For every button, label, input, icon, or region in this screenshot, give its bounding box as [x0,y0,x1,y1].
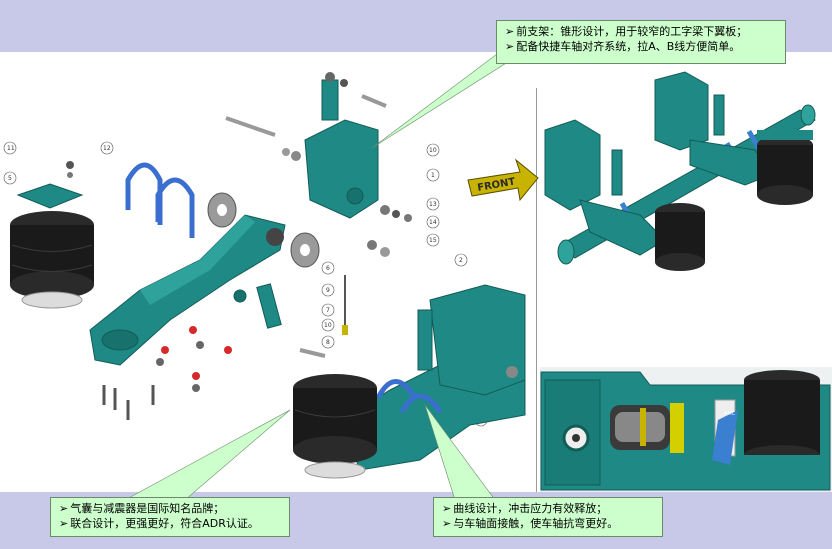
u-bolts [125,162,195,238]
shock-absorber-exploded [256,283,282,329]
callout-front-bracket: ➢前支架：锥形设计，用于较窄的工字梁下翼板； ➢配备快捷车轴对齐系统，拉A、B线… [496,20,786,64]
detail-view: AMC [540,367,832,492]
bullet-arrow-icon: ➢ [505,40,515,53]
callout-curved-design: ➢曲线设计，冲击应力有效释放； ➢与车轴面接触，使车轴抗弯更好。 [433,497,663,537]
part-number-7: 7 [326,307,330,314]
callout-line: ➢配备快捷车轴对齐系统，拉A、B线方便简单。 [505,40,741,53]
label-caps: AMC [724,411,736,417]
washers [207,192,320,268]
assembled-suspension-unit [293,284,526,479]
panel-divider [536,88,537,492]
part-number-2: 2 [459,257,463,264]
part-number-14: 14 [429,219,437,226]
part-number-1: 1 [431,172,435,179]
assembled-axle-view: FRONT [467,71,816,271]
part-number-8: 8 [326,339,330,346]
callout-line: ➢与车轴面接触，使车轴抗弯更好。 [442,517,619,530]
front-arrow [467,158,539,202]
alignment-hardware [342,240,390,335]
part-number-6: 6 [326,265,330,272]
callout-line: ➢联合设计，更强更好，符合ADR认证。 [59,517,259,530]
bullet-arrow-icon: ➢ [59,502,69,515]
part-number-12: 12 [103,145,111,152]
callout-pointer-left [124,409,291,501]
part-number-10b: 10 [324,322,332,329]
part-number-9: 9 [326,287,330,294]
part-number-15: 15 [429,237,437,244]
bullet-arrow-icon: ➢ [442,502,452,515]
air-spring-left [10,161,94,309]
bullet-arrow-icon: ➢ [505,25,515,38]
callout-line: ➢曲线设计，冲击应力有效释放； [442,502,608,515]
callout-airbag-shock: ➢气囊与减震器是国际知名品牌； ➢联合设计，更强更好，符合ADR认证。 [50,497,290,537]
part-number-11: 11 [7,145,15,152]
part-number-10: 10 [429,147,437,154]
callout-line: ➢前支架：锥形设计，用于较窄的工字梁下翼板； [505,25,748,38]
part-number-5: 5 [8,175,12,182]
part-number-13: 13 [429,201,437,208]
fasteners [102,94,387,420]
trailing-arm-exploded [89,214,286,366]
front-bracket-exploded [304,72,412,222]
bullet-arrow-icon: ➢ [59,517,69,530]
callout-line: ➢气囊与减震器是国际知名品牌； [59,502,225,515]
bullet-arrow-icon: ➢ [442,517,452,530]
